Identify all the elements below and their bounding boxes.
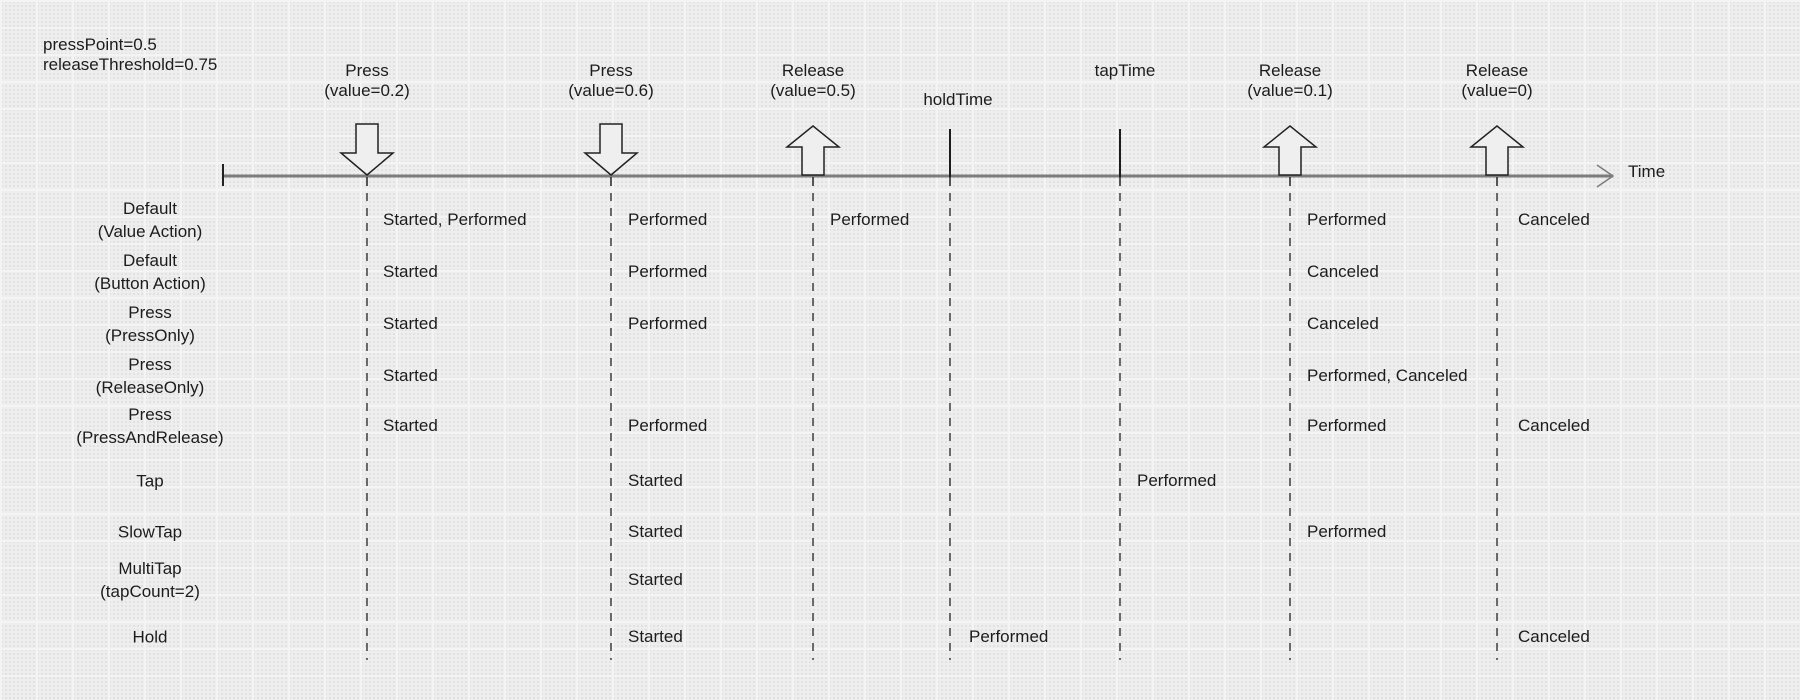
- row-label-default-button-action: Default (Button Action): [94, 249, 206, 295]
- row-label-slow-tap: SlowTap: [118, 521, 182, 544]
- press-down-arrow-icon: [582, 123, 640, 176]
- phase-annotation: Canceled: [1307, 262, 1379, 281]
- row-label-line: Press: [128, 303, 172, 322]
- event-label-line: Release: [781, 61, 845, 80]
- time-axis-label: Time: [1628, 162, 1666, 181]
- row-label-line: Default: [123, 199, 177, 218]
- phase-annotation: Performed: [628, 416, 708, 435]
- release-up-arrow-icon: [1261, 125, 1319, 176]
- release-up-arrow-icon: [784, 125, 842, 176]
- row-label-line: (ReleaseOnly): [95, 378, 205, 397]
- time-axis-arrowhead-icon: [1596, 164, 1615, 188]
- row-label-line: (PressAndRelease): [76, 428, 224, 447]
- phase-annotation: Performed: [969, 627, 1049, 646]
- phase-annotation: Performed: [1307, 210, 1387, 229]
- row-label-line: Tap: [136, 471, 164, 491]
- phase-annotation: Started: [628, 471, 683, 490]
- phase-annotation: Started: [383, 262, 438, 281]
- event-label-line: (value=0.2): [324, 81, 410, 100]
- phase-annotation: Started: [628, 570, 683, 589]
- event-label-press-value-0.2: Press(value=0.2): [324, 61, 410, 101]
- phase-annotation: Performed: [628, 314, 708, 333]
- event-label-line: (value=0): [1461, 81, 1533, 100]
- row-label-multi-tap: MultiTap (tapCount=2): [100, 557, 200, 603]
- parameters-note: pressPoint=0.5 releaseThreshold=0.75: [43, 35, 217, 75]
- event-label-line: Press: [345, 61, 389, 80]
- phase-annotation: Canceled: [1518, 627, 1590, 646]
- event-label-press-value-0.6: Press(value=0.6): [568, 61, 654, 101]
- event-label-release-value-0: Release(value=0): [1461, 61, 1532, 101]
- row-label-line: Default: [123, 251, 177, 270]
- parameter-line: releaseThreshold=0.75: [43, 55, 218, 74]
- event-label-tap-time: tapTime: [1095, 61, 1156, 81]
- phase-annotation: Canceled: [1518, 416, 1590, 435]
- phase-annotation: Performed: [628, 262, 708, 281]
- event-label-line: (value=0.5): [770, 81, 856, 100]
- phase-annotation: Performed: [628, 210, 708, 229]
- phase-annotation: Canceled: [1307, 314, 1379, 333]
- row-label-default-value-action: Default (Value Action): [98, 197, 203, 243]
- phase-annotation: Started, Performed: [383, 210, 527, 229]
- phase-annotation: Started: [383, 366, 438, 385]
- row-label-line: SlowTap: [117, 522, 183, 542]
- event-label-line: Press: [589, 61, 633, 80]
- parameter-line: pressPoint=0.5: [43, 35, 157, 54]
- row-label-tap: Tap: [136, 470, 163, 493]
- row-label-press-press-only: Press (PressOnly): [105, 301, 195, 347]
- phase-annotation: Started: [383, 416, 438, 435]
- row-label-line: (tapCount=2): [100, 582, 200, 601]
- row-label-line: (Button Action): [94, 274, 206, 293]
- row-label-hold: Hold: [133, 626, 168, 649]
- phase-annotation: Started: [628, 522, 683, 541]
- row-label-press-press-and-release: Press (PressAndRelease): [76, 403, 223, 449]
- event-label-line: Release: [1465, 61, 1529, 80]
- phase-annotation: Performed: [1137, 471, 1217, 490]
- event-label-release-value-0.5: Release(value=0.5): [770, 61, 856, 101]
- event-label-line: holdTime: [923, 90, 993, 109]
- event-label-hold-time: holdTime: [923, 90, 992, 110]
- phase-annotation: Performed: [1307, 522, 1387, 541]
- event-label-line: Release: [1258, 61, 1322, 80]
- row-label-line: Press: [128, 405, 172, 424]
- press-down-arrow-icon: [338, 123, 396, 176]
- phase-annotation: Started: [628, 627, 683, 646]
- row-label-press-release-only: Press (ReleaseOnly): [96, 353, 205, 399]
- row-label-line: Press: [128, 355, 172, 374]
- release-up-arrow-icon: [1468, 125, 1526, 176]
- event-label-line: (value=0.1): [1247, 81, 1333, 100]
- phase-annotation: Canceled: [1518, 210, 1590, 229]
- row-label-line: MultiTap: [118, 559, 182, 578]
- event-label-line: tapTime: [1094, 61, 1156, 80]
- event-label-release-value-0.1: Release(value=0.1): [1247, 61, 1333, 101]
- phase-annotation: Performed: [1307, 416, 1387, 435]
- phase-annotation: Performed, Canceled: [1307, 366, 1468, 385]
- event-label-line: (value=0.6): [568, 81, 654, 100]
- phase-annotation: Performed: [830, 210, 910, 229]
- row-label-line: (Value Action): [97, 222, 203, 241]
- phase-annotation: Started: [383, 314, 438, 333]
- row-label-line: (PressOnly): [105, 326, 195, 345]
- row-label-line: Hold: [132, 627, 168, 647]
